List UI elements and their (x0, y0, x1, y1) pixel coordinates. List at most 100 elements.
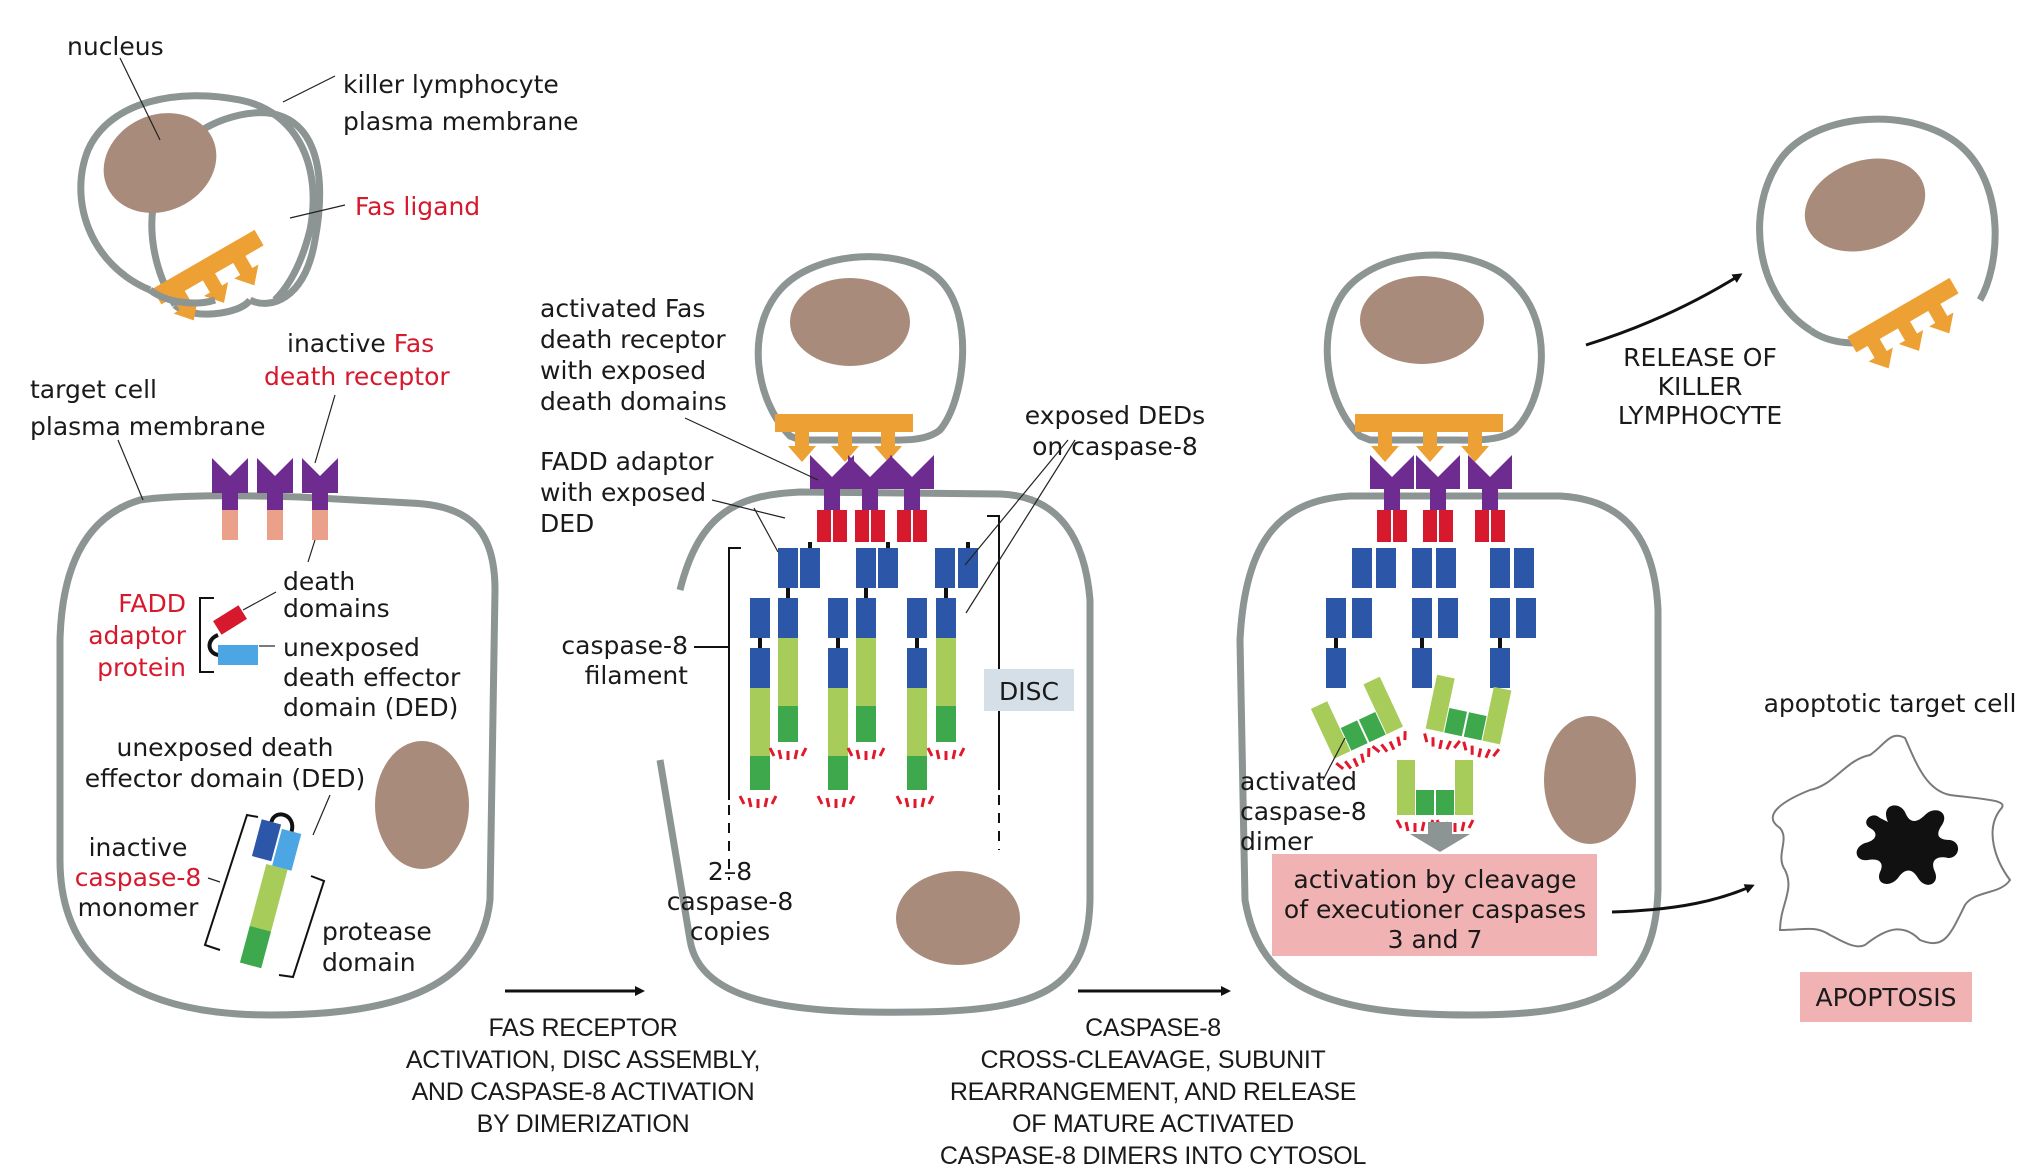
label-protease-2: domain (322, 948, 416, 977)
label-death-domains-1: death (283, 567, 355, 596)
released-killer-membrane (1756, 115, 1999, 333)
label-activated-fas-3: with exposed (540, 356, 706, 385)
label-dimer-2: caspase-8 (1240, 797, 1367, 826)
killer-nucleus-panel3 (1360, 276, 1484, 364)
step1-caption: FAS RECEPTOR ACTIVATION, DISC ASSEMBLY, … (406, 1014, 761, 1138)
exposed-ded (1490, 548, 1510, 588)
exposed-ded (1376, 548, 1396, 588)
step1-caption-line: FAS RECEPTOR (488, 1014, 677, 1042)
dimer-large-subunit (1482, 686, 1512, 745)
fadd-death-domain (833, 510, 847, 542)
released-killer-nucleus (1804, 158, 1926, 252)
down-arrow-icon (1410, 822, 1470, 852)
fas-receptor (810, 455, 854, 510)
disc-complex-panel3 (1310, 455, 1536, 834)
dimer-large-subunit (1425, 674, 1455, 733)
label-disc: DISC (999, 677, 1059, 706)
activity-sparks-icon (846, 746, 886, 762)
step2-caption-line: OF MATURE ACTIVATED (1012, 1110, 1294, 1138)
inactive-fas-receptors (212, 458, 338, 540)
protease-large-subunit (936, 638, 956, 706)
activity-sparks-icon (1420, 731, 1462, 755)
label-fadd-exposed-1: FADD adaptor (540, 447, 714, 476)
protease-small-subunit (907, 756, 927, 790)
apoptosis-box (1800, 972, 1972, 1022)
ded (1490, 648, 1510, 688)
dimer-small-subunit (1436, 790, 1454, 815)
ded (856, 598, 876, 638)
label-dimer-3: dimer (1240, 827, 1314, 856)
protease-small-subunit (828, 756, 848, 790)
fas-receptor (1370, 455, 1414, 510)
ded (1438, 598, 1458, 638)
label-release-2: KILLER (1658, 372, 1743, 401)
label-exposed-deds-2: on caspase-8 (1032, 432, 1198, 461)
fadd-death-domain (1393, 510, 1407, 542)
dimer-large-subunit (1310, 701, 1351, 759)
label-copies-1: 2–8 (708, 857, 752, 886)
label-unexposed-ded2-2: effector domain (DED) (85, 764, 365, 793)
ded (750, 648, 770, 688)
label-activation-1: activation by cleavage (1293, 865, 1576, 894)
label-release-1: RELEASE OF (1623, 343, 1777, 372)
fadd-death-domain (1377, 510, 1391, 542)
activity-sparks-icon (1459, 740, 1501, 763)
fadd-death-domain (1491, 510, 1505, 542)
ded (750, 598, 770, 638)
fadd-death-domain (913, 510, 927, 542)
exposed-ded (935, 548, 955, 588)
label-fas-ligand: Fas ligand (355, 192, 480, 221)
leader-monomer (207, 877, 221, 883)
label-filament-2: filament (585, 661, 689, 690)
caspase-8-monomer-icon (239, 812, 302, 969)
leader-exposed-deds-2 (965, 439, 1076, 614)
monomer-bracket (203, 813, 259, 951)
killer-membrane-lower (147, 287, 217, 307)
label-release-3: LYMPHOCYTE (1618, 401, 1782, 430)
leader-exposed-deds-1 (964, 439, 1069, 566)
target-cell-panel2 (656, 488, 1094, 1016)
fadd-death-domain (871, 510, 885, 542)
protease-small-subunit (778, 706, 798, 742)
label-fadd-1: FADD (118, 589, 186, 618)
fadd-death-domain (1439, 510, 1453, 542)
label-fadd-3: protein (97, 653, 186, 682)
step2-caption-line: CASPASE-8 (1085, 1014, 1221, 1042)
label-copies-2: caspase-8 (667, 887, 794, 916)
leader-dimer (1322, 737, 1346, 781)
dimer-large-subunit (1397, 760, 1415, 815)
exposed-ded (1436, 548, 1456, 588)
label-inactive-caspase-3: monomer (78, 893, 200, 922)
killer-cell-panel2 (754, 253, 967, 444)
leader-inactive-fas (314, 394, 336, 464)
leader-fas-ligand (289, 204, 346, 219)
fas-receptor (1468, 455, 1512, 510)
fas-receptor (890, 455, 934, 510)
ded (1412, 648, 1432, 688)
ded (1326, 648, 1346, 688)
label-death-domains-2: domains (283, 594, 390, 623)
label-target-membrane-1: target cell (30, 375, 157, 404)
activated-caspase-8-dimer (1420, 674, 1512, 763)
ded (828, 598, 848, 638)
label-apoptosis: APOPTOSIS (1816, 983, 1957, 1012)
target-cell-membrane (56, 492, 499, 1019)
dimer-small-subunit (1340, 720, 1368, 751)
protease-large-subunit (907, 688, 927, 756)
label-exposed-deds-1: exposed DEDs (1025, 401, 1205, 430)
ded (1352, 598, 1372, 638)
label-inactive-caspase-1: inactive (89, 833, 188, 862)
label-nucleus: nucleus (67, 32, 164, 61)
label-activated-fas-1: activated Fas (540, 294, 705, 323)
killer-nucleus (103, 113, 217, 213)
step2-caption-line: REARRANGEMENT, AND RELEASE (950, 1078, 1356, 1106)
protease-large-subunit (828, 688, 848, 756)
step1-caption-line: ACTIVATION, DISC ASSEMBLY, (406, 1046, 760, 1074)
exposed-ded (1514, 548, 1534, 588)
leader-killer-membrane (282, 75, 336, 103)
activity-sparks-icon (895, 794, 935, 810)
protease-large-subunit (856, 638, 876, 706)
target-nucleus-panel2 (896, 871, 1020, 965)
fas-ligand-icon (152, 229, 267, 328)
dimer-small-subunit (1358, 711, 1386, 743)
